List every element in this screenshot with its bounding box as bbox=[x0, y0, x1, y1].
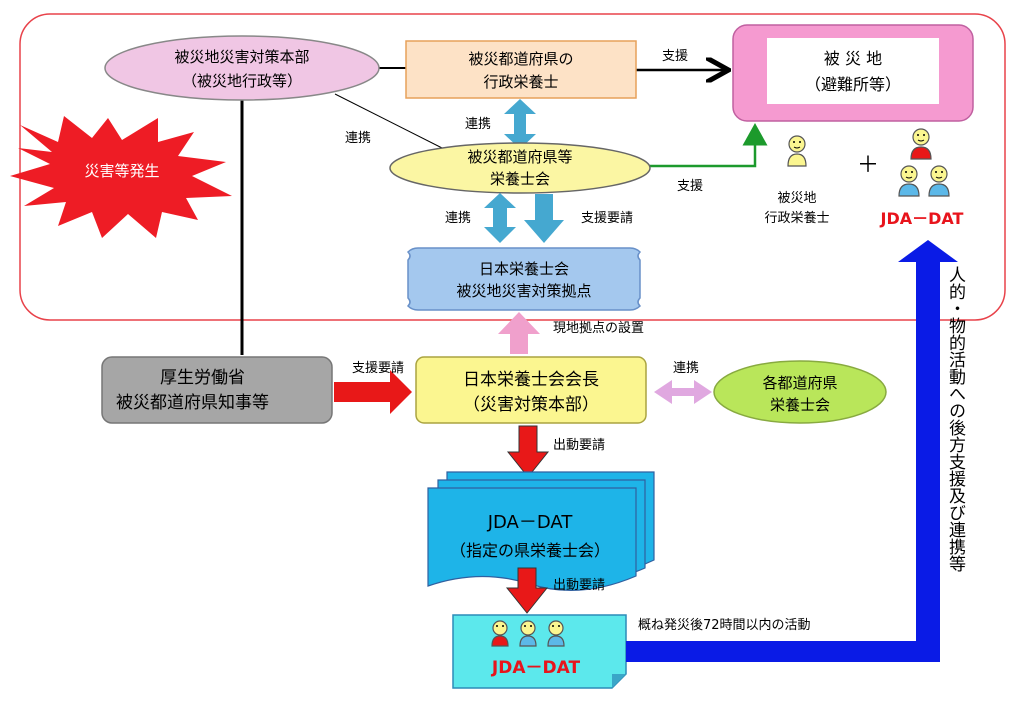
person-icon-dat-red bbox=[910, 128, 932, 160]
person-icon-team-blue-2 bbox=[547, 620, 565, 647]
mhlw-box bbox=[101, 356, 333, 424]
pref-dietitian-line2: 行政栄養士 bbox=[483, 73, 558, 91]
jda-dat-pref-line2: （指定の県栄養士会） bbox=[450, 541, 610, 560]
arrow-support-green bbox=[645, 123, 768, 168]
jda-base-box bbox=[406, 247, 642, 311]
arrow-backup-support bbox=[626, 240, 958, 662]
jda-base-line2: 被災地災害対策拠点 bbox=[456, 282, 591, 300]
renkei-label-1: 連携 bbox=[465, 116, 491, 132]
activity-label: 概ね発災後72時間以内の活動 bbox=[638, 617, 811, 633]
pref-assoc-line2: 栄養士会 bbox=[490, 170, 550, 188]
arrow-dispatch-2 bbox=[505, 567, 549, 614]
mhlw-line2: 被災都道府県知事等 bbox=[116, 393, 269, 413]
person-icon-dat-blue-1 bbox=[898, 165, 920, 197]
burst-label: 災害等発生 bbox=[84, 162, 159, 180]
onsite-base-label: 現地拠点の設置 bbox=[553, 320, 644, 336]
jda-president-box bbox=[415, 356, 647, 424]
dispatch-label-1: 出動要請 bbox=[553, 438, 605, 453]
other-prefs-line2: 栄養士会 bbox=[770, 396, 830, 414]
hq-local-line1: 被災地災害対策本部 bbox=[174, 48, 309, 66]
person-icon-team-red bbox=[491, 620, 509, 647]
vertical-label: 人的・物的活動への後方支援及び連携等 bbox=[945, 266, 966, 572]
person-icon-local-dietitian bbox=[787, 135, 807, 167]
plus-sign: ＋ bbox=[857, 153, 879, 178]
connector-line bbox=[334, 93, 451, 153]
renkei-label-4: 連携 bbox=[673, 360, 699, 376]
team-box-fold bbox=[612, 674, 626, 688]
jda-dat-pref-line1: JDA－DAT bbox=[487, 512, 574, 533]
jda-president-line2: （災害対策本部） bbox=[463, 395, 599, 415]
arrow-dispatch-1 bbox=[506, 425, 550, 478]
pref-dietitian-line1: 被災都道府県の bbox=[468, 50, 573, 68]
pref-assoc-line1: 被災都道府県等 bbox=[467, 148, 572, 166]
jda-dat-team-label: JDA－DAT bbox=[491, 658, 581, 678]
jda-base-line1: 日本栄養士会 bbox=[479, 260, 569, 278]
double-arrow-renkei-pink bbox=[654, 380, 712, 404]
jda-president-line1: 日本栄養士会会長 bbox=[463, 370, 599, 390]
disaster-burst bbox=[10, 116, 232, 238]
local-hq-oval bbox=[104, 35, 380, 101]
disaster-area-line2: （避難所等） bbox=[805, 75, 901, 94]
double-arrow-renkei-2 bbox=[484, 193, 516, 243]
support-request-label-1: 支援要請 bbox=[581, 211, 633, 226]
arrow-support-request-red bbox=[334, 370, 412, 414]
mhlw-line1: 厚生労働省 bbox=[160, 368, 245, 388]
dispatch-label-2: 出動要請 bbox=[553, 578, 605, 593]
support-mid-label: 支援 bbox=[677, 179, 703, 194]
pref-dietitian-box bbox=[405, 40, 637, 99]
disaster-area-inner bbox=[767, 38, 939, 104]
support-top-label: 支援 bbox=[662, 49, 688, 64]
hq-local-line2: （被災地行政等） bbox=[182, 72, 302, 90]
other-prefs-line1: 各都道府県 bbox=[762, 374, 837, 392]
renkei-label-3: 連携 bbox=[445, 210, 471, 226]
support-request-label-2: 支援要請 bbox=[352, 361, 404, 376]
jda-dat-people-label: JDA－DAT bbox=[880, 209, 964, 228]
renkei-label-2: 連携 bbox=[345, 130, 371, 146]
arrow-onsite-base bbox=[498, 312, 540, 354]
disaster-area-line1: 被 災 地 bbox=[824, 49, 882, 68]
local-dietitian-line2: 行政栄養士 bbox=[764, 210, 829, 226]
local-dietitian-line1: 被災地 bbox=[777, 191, 816, 206]
other-prefs-oval bbox=[713, 360, 887, 424]
person-icon-dat-blue-2 bbox=[928, 165, 950, 197]
double-arrow-renkei bbox=[504, 99, 536, 149]
person-icon-team-blue-1 bbox=[519, 620, 537, 647]
arrow-support-request-up bbox=[524, 194, 564, 243]
pref-assoc-oval bbox=[389, 142, 651, 194]
